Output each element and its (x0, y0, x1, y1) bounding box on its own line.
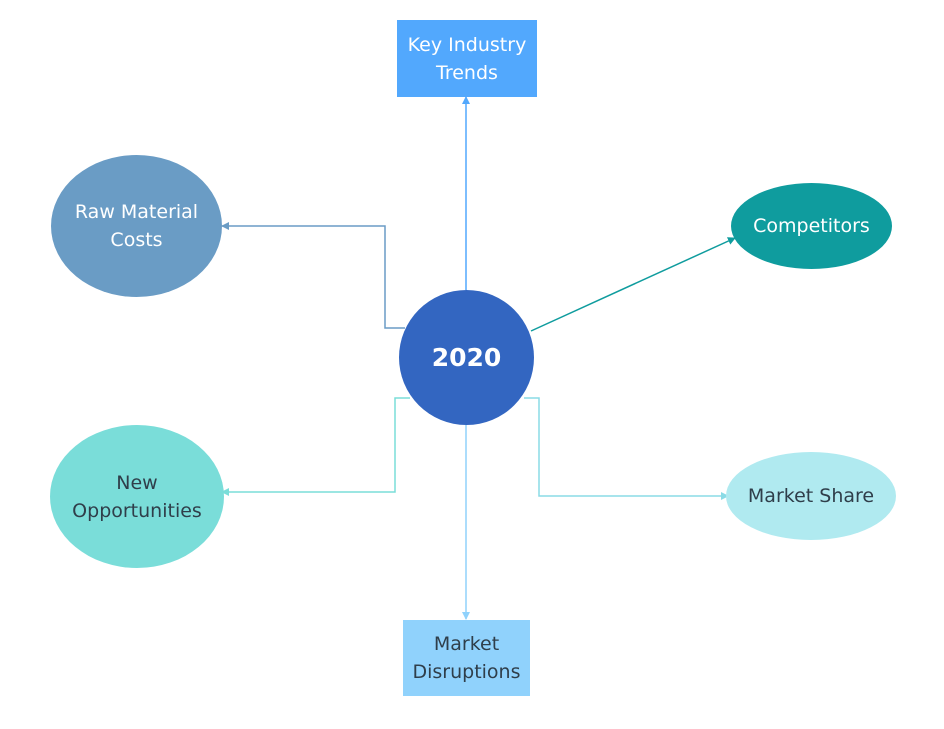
connector-raw-material-costs (221, 222, 405, 329)
node-label: Market Share (747, 485, 875, 507)
node-label: Market Disruptions (412, 633, 521, 683)
node-new-opportunities[interactable]: New Opportunities (50, 425, 224, 568)
connector-competitors (530, 237, 736, 332)
node-competitors[interactable]: Competitors (731, 183, 892, 269)
node-label: Key Industry Trends (407, 33, 527, 84)
node-label: Competitors (753, 215, 870, 237)
node-market-disruptions[interactable]: Market Disruptions (403, 620, 530, 696)
node-raw-material-costs[interactable]: Raw Material Costs (51, 155, 222, 297)
node-key-industry-trends[interactable]: Key Industry Trends (397, 20, 537, 97)
node-label: Raw Material Costs (74, 201, 199, 251)
center-label: 2020 (431, 342, 502, 372)
node-center-2020[interactable]: 2020 (399, 290, 534, 425)
node-label: New Opportunities (72, 471, 202, 522)
connector-market-share (524, 397, 729, 500)
connector-new-opportunities (221, 397, 410, 496)
node-market-share[interactable]: Market Share (726, 452, 896, 540)
